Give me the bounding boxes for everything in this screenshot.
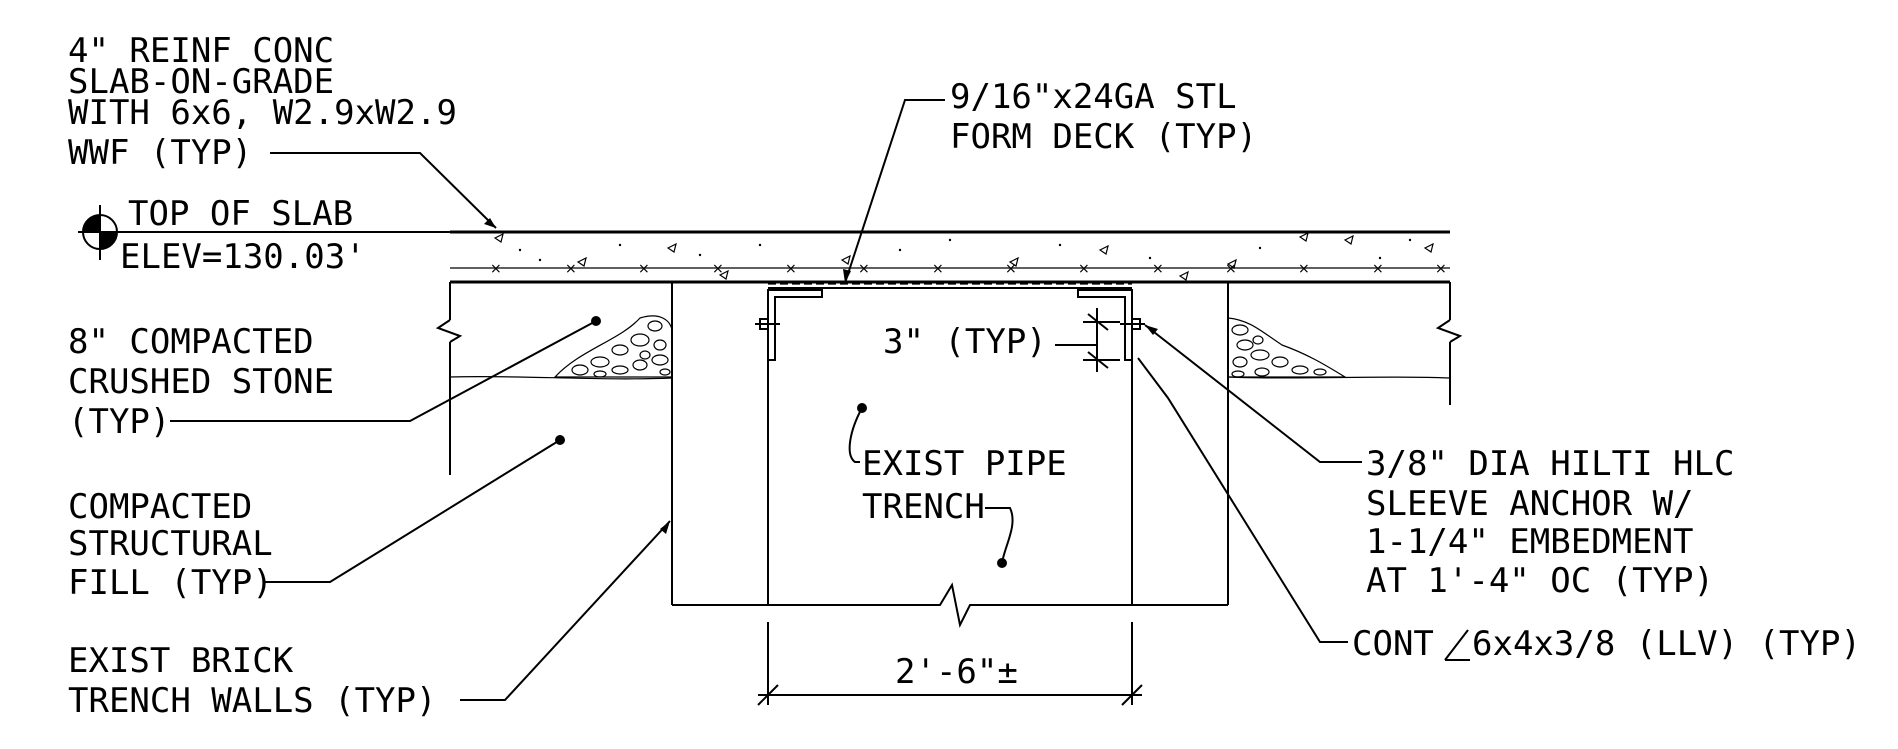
svg-text:×: ×	[565, 261, 577, 277]
top-of-slab-label: TOP OF SLAB	[128, 194, 353, 234]
svg-text:×: ×	[1225, 261, 1237, 277]
slab-callout-line-4: WWF (TYP)	[68, 133, 252, 173]
slab-callout-line-1: 4" REINF CONC	[68, 31, 334, 71]
fill-callout-line-2: STRUCTURAL	[68, 524, 273, 564]
svg-text:×: ×	[1078, 261, 1090, 277]
svg-text:×: ×	[1298, 261, 1310, 277]
steel-angle-right	[1077, 289, 1145, 361]
svg-text:×: ×	[1372, 261, 1384, 277]
leader-lines	[170, 99, 1362, 701]
angle-callout: CONT 6x4x3/8 (LLV) (TYP)	[1352, 624, 1861, 664]
spacing-label: 3" (TYP)	[883, 322, 1047, 362]
stone-callout-line-2: CRUSHED STONE	[68, 362, 334, 402]
svg-text:×: ×	[638, 261, 650, 277]
width-dimension-label: 2'-6"±	[895, 652, 1018, 692]
stone-callout-line-1: 8" COMPACTED	[68, 322, 314, 362]
crushed-stone-left	[553, 315, 673, 378]
slab-callout-line-2: SLAB-ON-GRADE	[68, 62, 334, 102]
deck-callout-line-1: 9/16"x24GA STL	[950, 77, 1237, 117]
svg-text:×: ×	[1005, 261, 1017, 277]
left-ground	[435, 282, 673, 475]
elevation-label: ELEV=130.03'	[120, 237, 366, 277]
trench-callout-line-2: TRENCH	[862, 487, 985, 527]
top-of-slab-marker	[78, 205, 450, 260]
walls-callout-line-2: TRENCH WALLS (TYP)	[68, 681, 436, 721]
svg-text:×: ×	[858, 261, 870, 277]
aggregate-stipple	[493, 231, 1434, 281]
angle-symbol-icon	[1444, 629, 1470, 661]
fill-callout-line-1: COMPACTED	[68, 487, 252, 527]
anchor-callout-line-3: 1-1/4" EMBEDMENT	[1366, 522, 1694, 562]
width-dimension	[757, 622, 1143, 706]
svg-text:×: ×	[712, 261, 724, 277]
slab-callout: 4" REINF CONC SLAB-ON-GRADE WITH 6x6, W2…	[68, 31, 457, 173]
anchor-callout-line-1: 3/8" DIA HILTI HLC	[1366, 444, 1734, 484]
stone-callout-line-3: (TYP)	[68, 402, 170, 442]
deck-callout-line-2: FORM DECK (TYP)	[950, 117, 1257, 157]
concrete-slab: × × × × × × × × × × × × × ×	[450, 230, 1450, 284]
svg-text:×: ×	[1152, 261, 1164, 277]
svg-text:×: ×	[932, 261, 944, 277]
right-ground	[1227, 282, 1463, 405]
fill-callout-line-3: FILL (TYP)	[68, 563, 273, 603]
walls-callout-line-1: EXIST BRICK	[68, 641, 294, 681]
angle-callout-suffix: 6x4x3/8 (LLV) (TYP)	[1472, 624, 1861, 664]
trench-callout: EXIST PIPE TRENCH	[862, 444, 1067, 527]
anchor-callout-line-4: AT 1'-4" OC (TYP)	[1366, 561, 1714, 601]
stone-callout: 8" COMPACTED CRUSHED STONE (TYP)	[68, 322, 334, 442]
trench-callout-line-1: EXIST PIPE	[862, 444, 1067, 484]
steel-angle-left	[755, 289, 823, 361]
anchor-callout: 3/8" DIA HILTI HLC SLEEVE ANCHOR W/ 1-1/…	[1366, 444, 1734, 601]
fill-callout: COMPACTED STRUCTURAL FILL (TYP)	[68, 487, 273, 603]
slab-callout-line-3: WITH 6x6, W2.9xW2.9	[68, 93, 457, 133]
wwf-marks: × × × × × × × × × × × × × ×	[490, 261, 1447, 277]
top-of-slab-callout: TOP OF SLAB ELEV=130.03'	[120, 194, 366, 277]
form-deck	[768, 283, 1132, 289]
deck-callout: 9/16"x24GA STL FORM DECK (TYP)	[950, 77, 1257, 157]
spacing-dimension	[1055, 308, 1120, 372]
svg-text:×: ×	[1435, 261, 1447, 277]
svg-text:×: ×	[490, 261, 502, 277]
angle-callout-prefix: CONT	[1352, 624, 1434, 664]
svg-text:×: ×	[785, 261, 797, 277]
walls-callout: EXIST BRICK TRENCH WALLS (TYP)	[68, 641, 436, 721]
crushed-stone-right	[1227, 317, 1348, 378]
anchor-callout-line-2: SLEEVE ANCHOR W/	[1366, 484, 1694, 524]
